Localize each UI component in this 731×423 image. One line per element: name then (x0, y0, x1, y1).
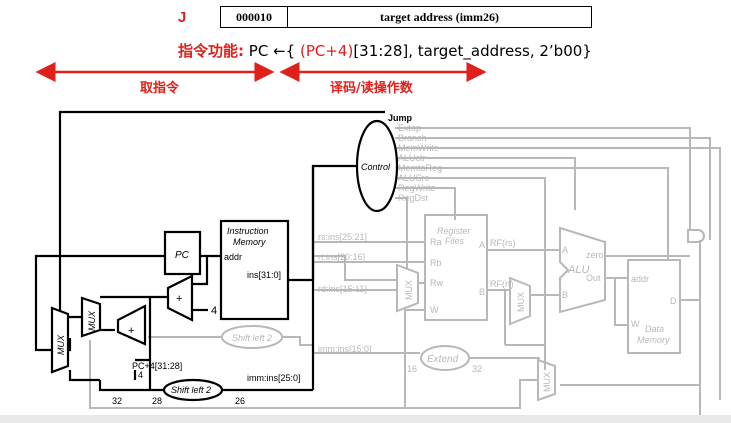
extend-out-width: 32 (472, 364, 482, 374)
imem-addr: addr (224, 252, 242, 262)
stage-decode-label: 译码/读操作数 (330, 81, 413, 96)
wb-mux-label: MUX (542, 372, 552, 392)
rf-port-w: W (430, 305, 439, 315)
function-bits: [31:28], target_address, 2’b00} (353, 42, 592, 60)
dm-w: W (631, 319, 640, 329)
rf-mux-label: MUX (404, 280, 414, 300)
assign-arrow: ← (273, 42, 286, 60)
signal-label: RegDst (398, 193, 429, 203)
active-components (50, 119, 399, 402)
inactive-datapath (89, 127, 721, 415)
branch-adder (116, 304, 147, 346)
branch-adder-plus: + (128, 325, 134, 337)
width-26: 26 (235, 396, 245, 406)
function-open: { (285, 42, 300, 60)
signal-label: Extop (398, 123, 421, 133)
imem-ins: ins[31:0] (247, 270, 281, 280)
signal-label: MemWrite (398, 143, 439, 153)
branch-mux (80, 296, 102, 338)
shift-left-2-jump-label: Shift left 2 (171, 385, 211, 395)
control-label: Control (361, 162, 391, 172)
instruction-format-table: 000010 target address (imm26) (220, 6, 592, 28)
inactive-labels: Extop Branch MemWrite ALUctr MemtoReg AL… (232, 123, 677, 392)
rf-rt-label: RF(rt) (490, 279, 514, 289)
imm16-field-label: imm:ins[15:0] (318, 344, 372, 354)
pc-plus4-width: 4 (138, 370, 143, 380)
instruction-letter: J (178, 9, 187, 26)
alu-out: Out (586, 273, 601, 283)
signal-label: ALUctr (398, 153, 426, 163)
function-pc: PC (248, 42, 269, 60)
imem-title: Memory (233, 237, 266, 247)
stage-fetch-label: 取指令 (140, 81, 180, 96)
rf-port-ra: Ra (430, 237, 442, 247)
rf-rs-label: RF(rs) (490, 238, 516, 248)
shift-left-2-branch: Shift left 2 (232, 333, 272, 343)
pc-adder-plus: + (176, 293, 182, 305)
rf-out-b: B (479, 287, 485, 297)
alu-port-a: A (562, 245, 568, 255)
signal-label: ALUSrc (398, 173, 430, 183)
imm26-field-label: imm:ins[25:0] (247, 373, 301, 383)
alu-mux-label: MUX (516, 292, 526, 312)
dm-title: Memory (637, 335, 670, 345)
alu-port-b: B (562, 290, 568, 300)
jump-mux-label: MUX (56, 334, 66, 355)
active-labels: PC Instruction Memory addr ins[31:0] Con… (56, 113, 413, 406)
signal-label: MemtoReg (398, 163, 442, 173)
alu-zero: zero (586, 250, 604, 260)
rt-field-label: rt:ins[20:16] (318, 252, 365, 262)
shift-left-2-jump (162, 378, 224, 402)
rf-title: Register (437, 226, 472, 236)
pc-label: PC (175, 250, 190, 261)
rf-port-rb: Rb (430, 258, 442, 268)
pc-register (163, 230, 202, 276)
rf-title: Files (445, 236, 465, 246)
opcode-cell: 000010 (221, 7, 288, 27)
pc-plus4-bits: PC+4[31:28] (132, 361, 182, 371)
control-unit (355, 119, 399, 213)
alu-label: ALU (567, 264, 589, 276)
dm-d: D (670, 296, 677, 306)
dm-addr: addr (631, 274, 649, 284)
branch-mux-label: MUX (87, 310, 97, 331)
bottom-strip (0, 415, 731, 423)
extend-in-width: 16 (407, 364, 417, 374)
function-description: 指令功能: PC ←{ (PC+4)[31:28], target_addres… (178, 40, 592, 61)
pc-adder (166, 274, 194, 322)
jump-mux (50, 306, 70, 374)
jump-label: Jump (388, 113, 413, 123)
function-label: 指令功能: (178, 42, 244, 60)
imem-title: Instruction (227, 226, 269, 236)
rf-out-a: A (479, 240, 485, 250)
width-32: 32 (112, 396, 122, 406)
rs-field-label: rs:ins[25:21] (318, 232, 367, 242)
rd-field-label: rd:ins[15:11] (318, 284, 367, 294)
signal-label: Branch (398, 133, 427, 143)
constant-four: 4 (211, 305, 217, 317)
dm-title: Data (645, 324, 664, 334)
active-datapath (34, 110, 385, 392)
extend-label: Extend (427, 354, 459, 365)
target-cell: target address (imm26) (379, 9, 500, 24)
signal-label: RegWrite (398, 183, 435, 193)
instruction-memory (219, 219, 290, 321)
width-28: 28 (152, 396, 162, 406)
rf-port-rw: Rw (430, 278, 443, 288)
function-pcplus4: (PC+4) (299, 42, 354, 60)
